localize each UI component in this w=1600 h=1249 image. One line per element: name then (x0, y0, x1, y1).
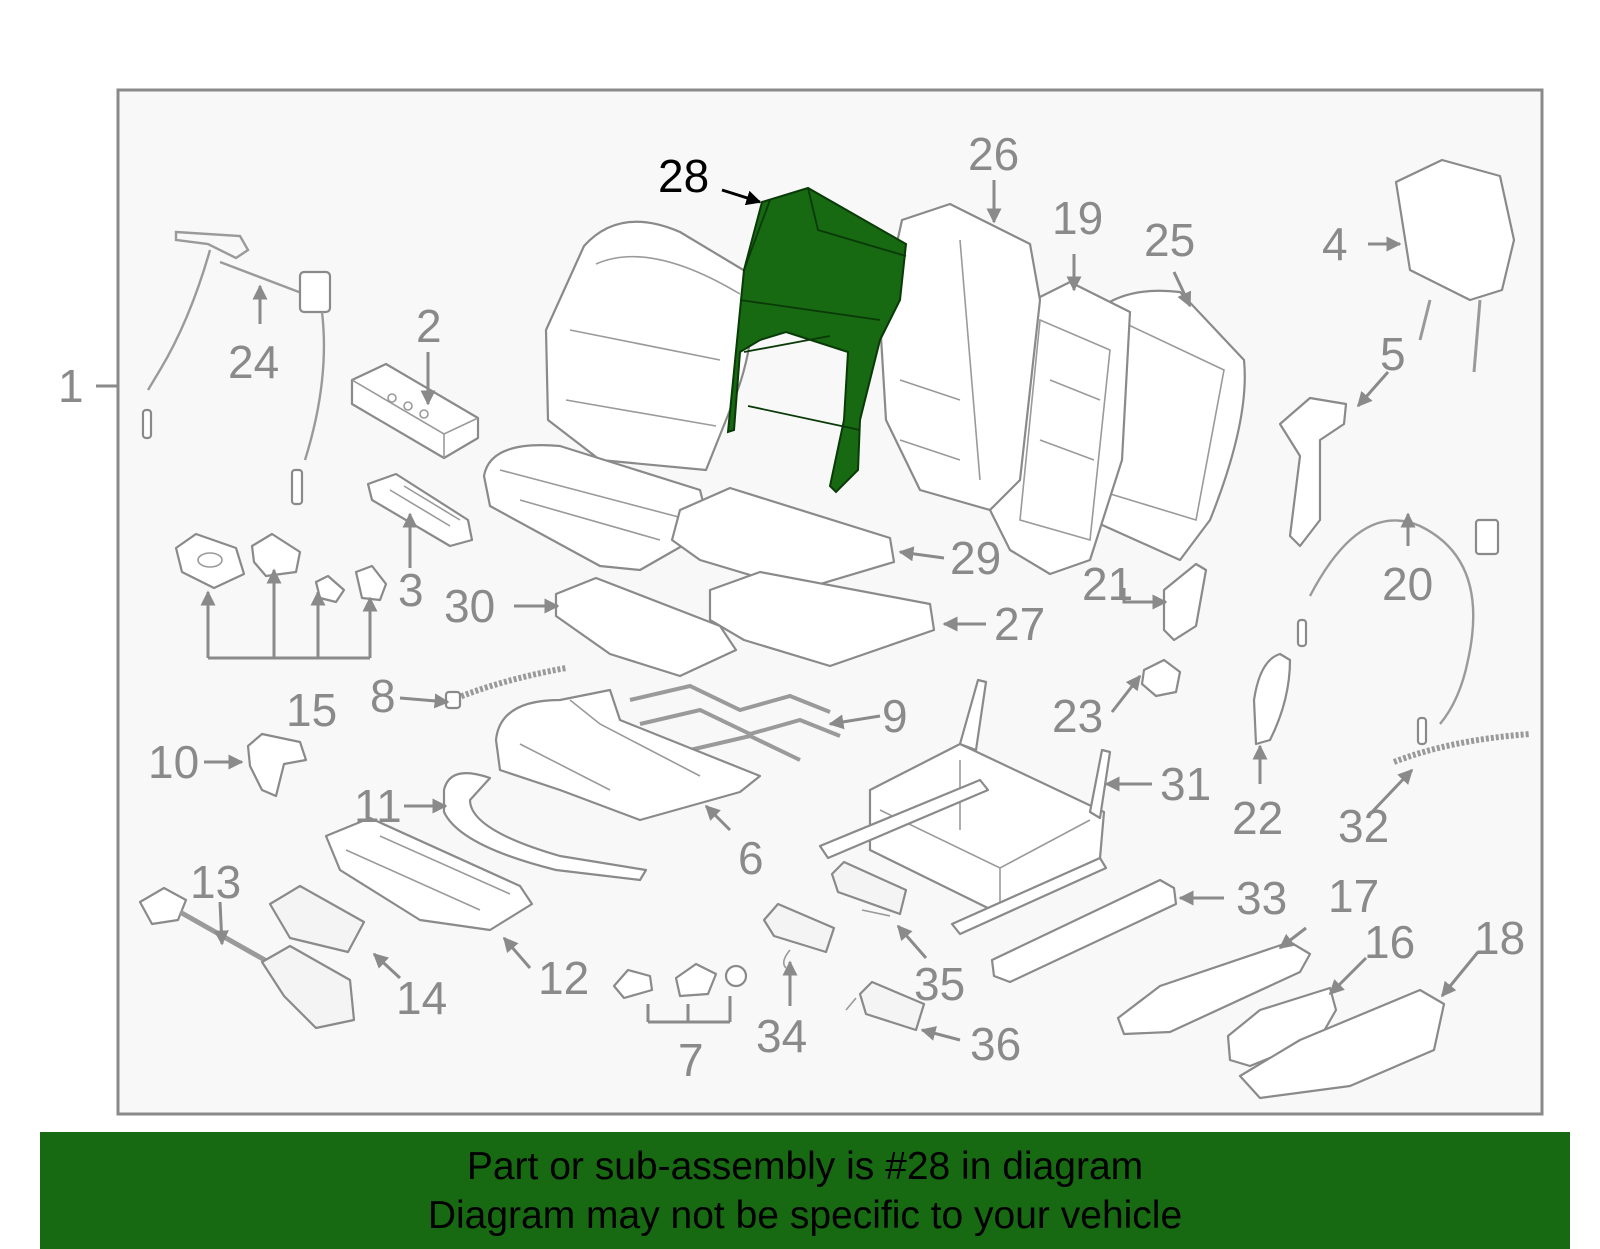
part-drawings (138, 158, 1531, 1100)
part-23-drawing (1140, 658, 1182, 698)
leader-lines (96, 180, 1480, 1042)
part-36-drawing (845, 980, 926, 1032)
callout-28[interactable]: 28 (658, 150, 709, 202)
callout-9[interactable]: 9 (882, 690, 908, 742)
callout-27[interactable]: 27 (994, 598, 1045, 650)
callout-1[interactable]: 1 (58, 360, 84, 412)
part-18-drawing (1238, 988, 1446, 1100)
callout-20[interactable]: 20 (1382, 558, 1433, 610)
part-2-drawing (350, 362, 480, 460)
part-6-drawing (494, 688, 762, 822)
callout-15[interactable]: 15 (286, 684, 337, 736)
part-33-drawing (990, 878, 1178, 984)
callout-23[interactable]: 23 (1052, 690, 1103, 742)
seat-assembly-drawing (482, 220, 754, 572)
callout-36[interactable]: 36 (970, 1018, 1021, 1070)
callout-13[interactable]: 13 (190, 856, 241, 908)
callout-26[interactable]: 26 (968, 128, 1019, 180)
part-28-highlight[interactable] (726, 186, 908, 494)
callout-2[interactable]: 2 (416, 300, 442, 352)
callout-19[interactable]: 19 (1052, 192, 1103, 244)
callout-29[interactable]: 29 (950, 532, 1001, 584)
part-20-drawing (1296, 518, 1500, 746)
callout-8[interactable]: 8 (370, 670, 396, 722)
callout-17[interactable]: 17 (1328, 870, 1379, 922)
callout-10[interactable]: 10 (148, 736, 199, 788)
part-10-drawing (246, 732, 308, 798)
part-9-drawing (629, 683, 841, 762)
callout-22[interactable]: 22 (1232, 792, 1283, 844)
callout-21[interactable]: 21 (1082, 558, 1133, 610)
part-3-drawing (366, 472, 474, 548)
part-17-drawing (1116, 940, 1312, 1036)
callout-25[interactable]: 25 (1144, 214, 1195, 266)
callout-12[interactable]: 12 (538, 952, 589, 1004)
part-24-drawing (141, 230, 332, 506)
callout-7[interactable]: 7 (678, 1034, 704, 1086)
part-12-drawing (324, 816, 534, 932)
callout-16[interactable]: 16 (1364, 916, 1415, 968)
callout-34[interactable]: 34 (756, 1010, 807, 1062)
part-11-drawing (442, 772, 648, 882)
part-14-drawing (260, 884, 366, 1030)
callout-32[interactable]: 32 (1338, 800, 1389, 852)
part-35-drawing (830, 860, 908, 917)
part-15-drawing (174, 532, 388, 604)
callout-31[interactable]: 31 (1160, 758, 1211, 810)
part-22-drawing (1252, 652, 1292, 746)
callout-6[interactable]: 6 (738, 832, 764, 884)
callout-33[interactable]: 33 (1236, 872, 1287, 924)
part-16-drawing (1226, 986, 1338, 1068)
banner-disclaimer-line: Diagram may not be specific to your vehi… (427, 1194, 1183, 1237)
part-5-drawing (1278, 396, 1348, 548)
callout-24[interactable]: 24 (228, 336, 279, 388)
part-26-drawing (878, 202, 1042, 512)
part-32-drawing (1392, 731, 1531, 765)
part-4-drawing (1394, 158, 1516, 373)
part-31-drawing (818, 678, 1112, 936)
callout-35[interactable]: 35 (914, 958, 965, 1010)
part-29-drawing (670, 486, 896, 592)
callout-18[interactable]: 18 (1474, 912, 1525, 964)
callout-30[interactable]: 30 (444, 580, 495, 632)
part-21-drawing (1162, 562, 1208, 642)
callout-14[interactable]: 14 (396, 972, 447, 1024)
callout-11[interactable]: 11 (354, 780, 402, 832)
callout-4[interactable]: 4 (1322, 218, 1348, 270)
part-7-drawing (612, 962, 748, 1000)
callout-3[interactable]: 3 (398, 564, 424, 616)
part-30-drawing (554, 576, 738, 678)
callout-labels: 1 2 3 4 5 6 7 8 9 10 11 12 13 14 15 16 1… (58, 128, 1525, 1086)
callout-5[interactable]: 5 (1380, 328, 1406, 380)
info-banner: Part or sub-assembly is #28 in diagram D… (40, 1132, 1570, 1249)
banner-part-line: Part or sub-assembly is #28 in diagram (466, 1145, 1144, 1188)
